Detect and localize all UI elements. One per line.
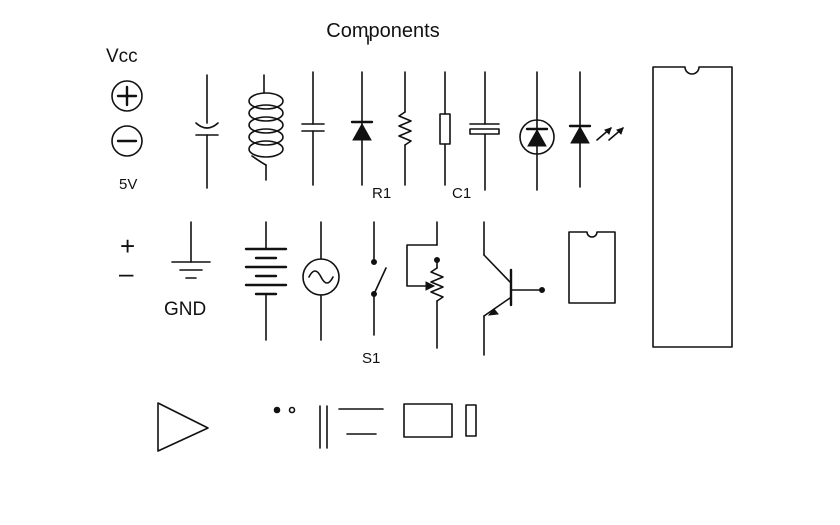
power-minus-symbol [111,125,143,157]
potentiometer-symbol [406,221,444,349]
rectangle-block-symbol [403,403,453,438]
capacitor-symbol [301,71,325,186]
five-v-label: 5V [119,176,137,193]
variable-capacitor-symbol [195,74,219,189]
amplifier-symbol [157,402,209,452]
ic-dip-large-symbol [652,66,733,348]
power-plus-symbol [111,80,143,112]
capacitor-c1-symbol [469,71,500,191]
transistor-symbol [483,221,545,356]
inductor-symbol [248,74,284,181]
r1-label: R1 [372,185,391,202]
resistor-box-symbol [439,71,451,186]
battery-symbol [244,221,288,341]
ground-symbol [171,221,211,279]
ac-source-symbol [302,221,340,341]
c1-label: C1 [452,185,471,202]
s1-label: S1 [362,350,380,367]
ic-dip-small-symbol [568,231,616,304]
switch-s1-symbol [371,221,387,336]
vcc-label: Vcc [106,46,138,67]
plus-sign: + [120,231,135,261]
minus-sign: – [119,258,134,288]
gnd-label: GND [164,299,206,320]
led-symbol [568,71,624,188]
diode-symbol [350,71,374,186]
resistor-r1-symbol [398,71,412,186]
narrow-block-symbol [465,404,477,437]
diagram-title: Components [326,20,439,42]
wire-lines-symbol [319,405,384,449]
led-circle-symbol [519,71,555,191]
junction-dots-symbol [273,406,296,414]
